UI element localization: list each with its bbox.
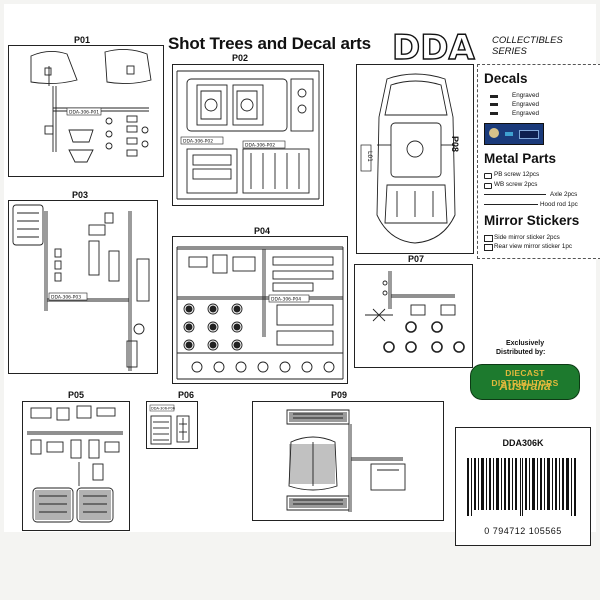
- decal-engraved-3: [490, 112, 498, 115]
- rear-mirror-sticker-icon: [484, 244, 493, 251]
- panel-label-p04: P04: [254, 226, 271, 236]
- logo-top-text: DIECAST DISTRIBUTORS: [491, 368, 559, 388]
- distributor-line-2: Distributed by:: [496, 349, 546, 356]
- panel-label-p05: P05: [68, 390, 85, 400]
- p05-parts-drawing: [27, 405, 123, 523]
- metal-part-wb-screw: WB screw 2pcs: [494, 181, 538, 188]
- product-code: DDA306K: [502, 438, 544, 448]
- distributor-line-1: Exclusively: [506, 340, 545, 347]
- panel-label-p01: P01: [74, 35, 91, 45]
- metal-part-axle: Axle 2pcs: [550, 191, 578, 198]
- axle-icon: [484, 194, 546, 196]
- barcode-graphic: [467, 458, 576, 516]
- panel-p05: [22, 401, 130, 531]
- license-plate-decal: [484, 123, 544, 145]
- p02-sprue-tag-mid: DDA-306-P02: [245, 143, 275, 149]
- panel-label-p02: P02: [232, 53, 249, 63]
- decal-engraved-2: [490, 103, 498, 106]
- p06-parts-drawing: DDA-306-P06: [149, 404, 190, 445]
- decal-label-3: Engraved: [512, 110, 539, 117]
- side-mirror-sticker-icon: [484, 235, 493, 242]
- page-title: Shot Trees and Decal arts: [168, 34, 371, 53]
- p07-parts-drawing: [365, 271, 465, 353]
- p08-tag: L01: [366, 151, 373, 162]
- distributor-block: Exclusively Distributed by: DIECAST DIST…: [468, 340, 580, 412]
- diecast-distributors-logo: DIECAST DISTRIBUTORS Australia: [470, 364, 580, 400]
- mirror-sticker-rear: Rear view mirror sticker 1pc: [494, 243, 573, 250]
- dda-logo: DDA COLLECTIBLES SERIES: [391, 27, 598, 71]
- panel-label-p07: P07: [408, 254, 425, 264]
- panel-label-p09: P09: [331, 390, 348, 400]
- p04-parts-drawing: DDA-306-P04: [176, 246, 344, 380]
- p06-sprue-tag: DDA-306-P06: [151, 407, 176, 411]
- panel-p04: DDA-306-P04: [172, 236, 348, 384]
- p09-parts-drawing: [286, 409, 406, 512]
- accessories-box: Decals Engraved Engraved Engraved Metal …: [477, 64, 600, 259]
- panel-p07: [354, 264, 473, 368]
- p02-parts-drawing: DDA-306-P02 DDA-306-P02: [176, 70, 320, 200]
- hood-rod-icon: [484, 204, 538, 206]
- p03-sprue-tag: DDA-306-P03: [51, 295, 81, 301]
- p03-parts-drawing: DDA-306-P03: [12, 204, 150, 371]
- panel-label-p08: P08: [450, 136, 460, 153]
- pb-screw-icon: [484, 173, 492, 179]
- dda-logo-tagline-1: COLLECTIBLES: [492, 35, 563, 46]
- panel-p03: DDA-306-P03: [8, 200, 158, 374]
- p02-sprue-tag-top: DDA-306-P02: [183, 139, 213, 145]
- wb-screw-icon: [484, 183, 492, 189]
- mirror-sticker-side: Side mirror sticker 2pcs: [494, 234, 560, 241]
- decal-label-1: Engraved: [512, 92, 539, 99]
- panel-p01: DDA-306-P01: [8, 45, 164, 177]
- panel-label-p03: P03: [72, 190, 89, 200]
- p01-sprue-tag: DDA-306-P01: [69, 110, 99, 116]
- mirror-stickers-heading: Mirror Stickers: [484, 213, 580, 228]
- dda-logo-letters: DDA: [392, 30, 475, 66]
- panel-p06: DDA-306-P06: [146, 401, 198, 449]
- panel-label-p06: P06: [178, 390, 195, 400]
- metal-part-pb-screw: PB screw 12pcs: [494, 171, 540, 178]
- dda-logo-tagline-2: SERIES: [492, 46, 528, 57]
- decal-engraved-1: [490, 95, 498, 98]
- p08-car-body-drawing: L01: [360, 73, 456, 244]
- panel-p09: [252, 401, 444, 521]
- p04-sprue-tag: DDA-306-P04: [271, 297, 301, 303]
- panel-p08: L01: [356, 64, 474, 254]
- product-barcode-box: DDA306K 0 794712 105565: [455, 427, 591, 546]
- p01-parts-drawing: DDA-306-P01: [30, 49, 152, 163]
- panel-p02: DDA-306-P02 DDA-306-P02: [172, 64, 324, 206]
- metal-parts-heading: Metal Parts: [484, 151, 557, 166]
- logo-bottom-text: Australia: [499, 379, 551, 393]
- metal-part-hood-rod: Hood rod 1pc: [540, 201, 578, 208]
- decal-label-2: Engraved: [512, 101, 539, 108]
- barcode-digits: 0 794712 105565: [484, 526, 562, 536]
- decals-heading: Decals: [484, 71, 528, 86]
